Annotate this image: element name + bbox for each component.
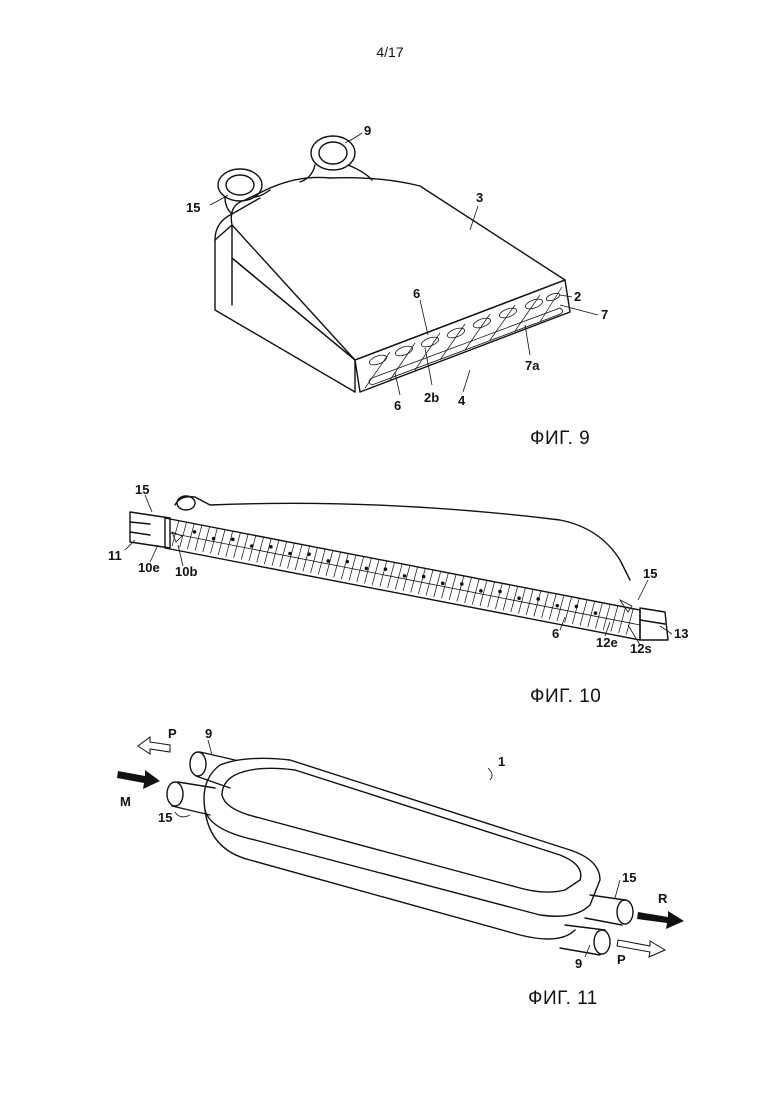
figure-10-labels: 15 11 10e 10b 15 6 12e 12s 13 [108, 482, 688, 656]
label-3: 3 [476, 190, 483, 205]
arrow-P-out-left [138, 737, 170, 754]
label-P-left: P [168, 726, 177, 741]
page-number: 4/17 [0, 44, 780, 60]
leader-lines-10 [125, 495, 672, 645]
label-7a: 7a [525, 358, 540, 373]
figure-11-drawing: P 9 M 15 1 15 R P 9 [0, 715, 780, 975]
strip-hatching [172, 520, 633, 635]
label-10e: 10e [138, 560, 160, 575]
label-R: R [658, 891, 668, 906]
label-12s: 12s [630, 641, 652, 656]
label-9-left: 9 [205, 726, 212, 741]
figure-10-drawing: 15 11 10e 10b 15 6 12e 12s 13 [0, 480, 780, 660]
flow-arrows [117, 737, 684, 957]
label-15-right: 15 [622, 870, 636, 885]
figure-9-caption: ФИГ. 9 [530, 428, 590, 450]
label-15-right: 15 [643, 566, 657, 581]
figure-11-caption: ФИГ. 11 [528, 988, 598, 1010]
label-12e: 12e [596, 635, 618, 650]
label-15-left: 15 [158, 810, 172, 825]
heat-exchanger-body [215, 177, 570, 392]
longitudinal-section [130, 496, 668, 640]
figure-9-drawing: 9 15 3 6 2 7 7a 2b 4 6 [0, 110, 780, 420]
figure-10-caption: ФИГ. 10 [530, 686, 601, 708]
label-7: 7 [601, 307, 608, 322]
flat-bag-body [204, 758, 600, 939]
arrow-R-out [637, 911, 684, 929]
arrow-M-in [117, 770, 160, 789]
label-9-right: 9 [575, 956, 582, 971]
label-15-left: 15 [135, 482, 149, 497]
label-9: 9 [364, 123, 371, 138]
label-2b: 2b [424, 390, 439, 405]
label-2: 2 [574, 289, 581, 304]
label-4: 4 [458, 393, 466, 408]
label-6: 6 [552, 626, 559, 641]
label-M: M [120, 794, 131, 809]
label-13: 13 [674, 626, 688, 641]
label-P-right: P [617, 952, 626, 967]
figure-11-labels: P 9 M 15 1 15 R P 9 [120, 726, 668, 971]
label-11: 11 [108, 548, 122, 563]
label-1: 1 [498, 754, 505, 769]
label-6-bottom: 6 [394, 398, 401, 413]
label-6-top: 6 [413, 286, 420, 301]
label-15: 15 [186, 200, 200, 215]
label-10b: 10b [175, 564, 197, 579]
connector-9-drawing [300, 136, 372, 182]
